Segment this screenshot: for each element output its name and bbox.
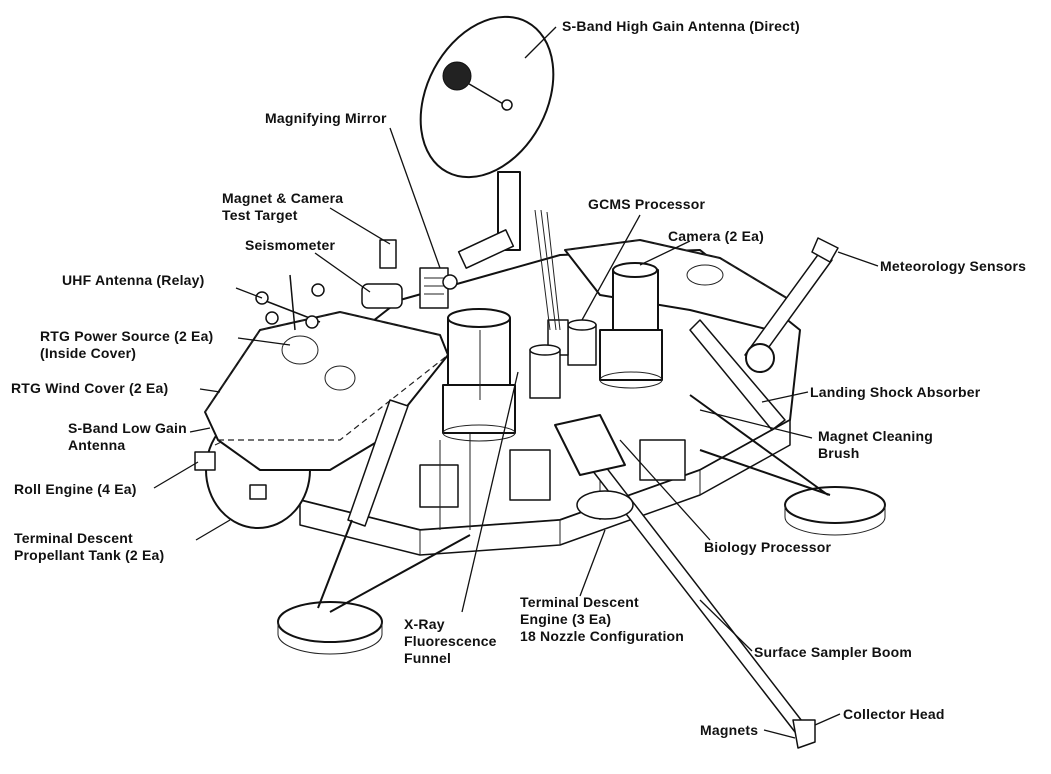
- label-line: Brush: [818, 445, 860, 461]
- high-gain-antenna: [419, 15, 555, 269]
- label-line: Terminal Descent: [14, 530, 133, 546]
- label-line: RTG Power Source (2 Ea): [40, 328, 214, 344]
- seismometer-box: [361, 283, 403, 309]
- magnifying-mirror-box: [419, 267, 458, 309]
- label-line: X-Ray: [404, 616, 445, 632]
- label-line: Test Target: [222, 207, 298, 223]
- gcms-tubes: [534, 209, 561, 331]
- label-xray-funnel: X-Ray Fluorescence Funnel: [404, 616, 497, 667]
- label-s-band-low-gain: S-Band Low Gain Antenna: [68, 420, 187, 454]
- label-collector-head: Collector Head: [843, 706, 945, 722]
- uhf-antenna-device: [255, 274, 325, 331]
- label-terminal-descent-engine: Terminal Descent Engine (3 Ea) 18 Nozzle…: [520, 594, 684, 645]
- label-uhf-antenna: UHF Antenna (Relay): [62, 272, 205, 288]
- label-landing-shock-absorber: Landing Shock Absorber: [810, 384, 981, 400]
- label-biology-processor: Biology Processor: [704, 539, 832, 555]
- label-line: Terminal Descent: [520, 594, 639, 610]
- label-line: Engine (3 Ea): [520, 611, 612, 627]
- footpad-left: [277, 601, 383, 655]
- label-magnets: Magnets: [700, 722, 759, 738]
- label-magnet-camera-target: Magnet & Camera Test Target: [222, 190, 343, 224]
- label-line: Antenna: [68, 437, 126, 453]
- label-line: Funnel: [404, 650, 452, 666]
- label-rtg-wind-cover: RTG Wind Cover (2 Ea): [11, 380, 169, 396]
- label-magnifying-mirror: Magnifying Mirror: [265, 110, 387, 126]
- label-roll-engine: Roll Engine (4 Ea): [14, 481, 137, 497]
- label-rtg-power-source: RTG Power Source (2 Ea) (Inside Cover): [40, 328, 213, 362]
- label-magnet-cleaning-brush: Magnet Cleaning Brush: [818, 428, 933, 462]
- label-s-band-high-gain: S-Band High Gain Antenna (Direct): [562, 18, 800, 34]
- label-line: (Inside Cover): [40, 345, 137, 361]
- footpad-right: [784, 486, 886, 536]
- label-meteorology-sensors: Meteorology Sensors: [880, 258, 1027, 274]
- biology-processor: [529, 344, 561, 399]
- camera-cylinders: [442, 262, 663, 442]
- roll-engine-device: [194, 451, 267, 500]
- sampler-boom: [554, 414, 816, 749]
- landing-legs: [317, 319, 831, 613]
- label-seismometer: Seismometer: [245, 237, 336, 253]
- label-line: 18 Nozzle Configuration: [520, 628, 685, 644]
- label-line: Magnet & Camera: [222, 190, 344, 206]
- gcms-processor: [547, 319, 597, 366]
- label-line: S-Band Low Gain: [68, 420, 187, 436]
- camera-target: [379, 239, 397, 269]
- label-line: Magnet Cleaning: [818, 428, 934, 444]
- label-terminal-descent-tank: Terminal Descent Propellant Tank (2 Ea): [14, 530, 164, 564]
- meteorology-boom: [744, 237, 839, 373]
- leader-lines: [153, 26, 879, 739]
- label-surface-sampler-boom: Surface Sampler Boom: [754, 644, 913, 660]
- label-line: Propellant Tank (2 Ea): [14, 547, 165, 563]
- label-camera: Camera (2 Ea): [668, 228, 764, 244]
- label-line: Fluorescence: [404, 633, 497, 649]
- label-gcms-processor: GCMS Processor: [588, 196, 706, 212]
